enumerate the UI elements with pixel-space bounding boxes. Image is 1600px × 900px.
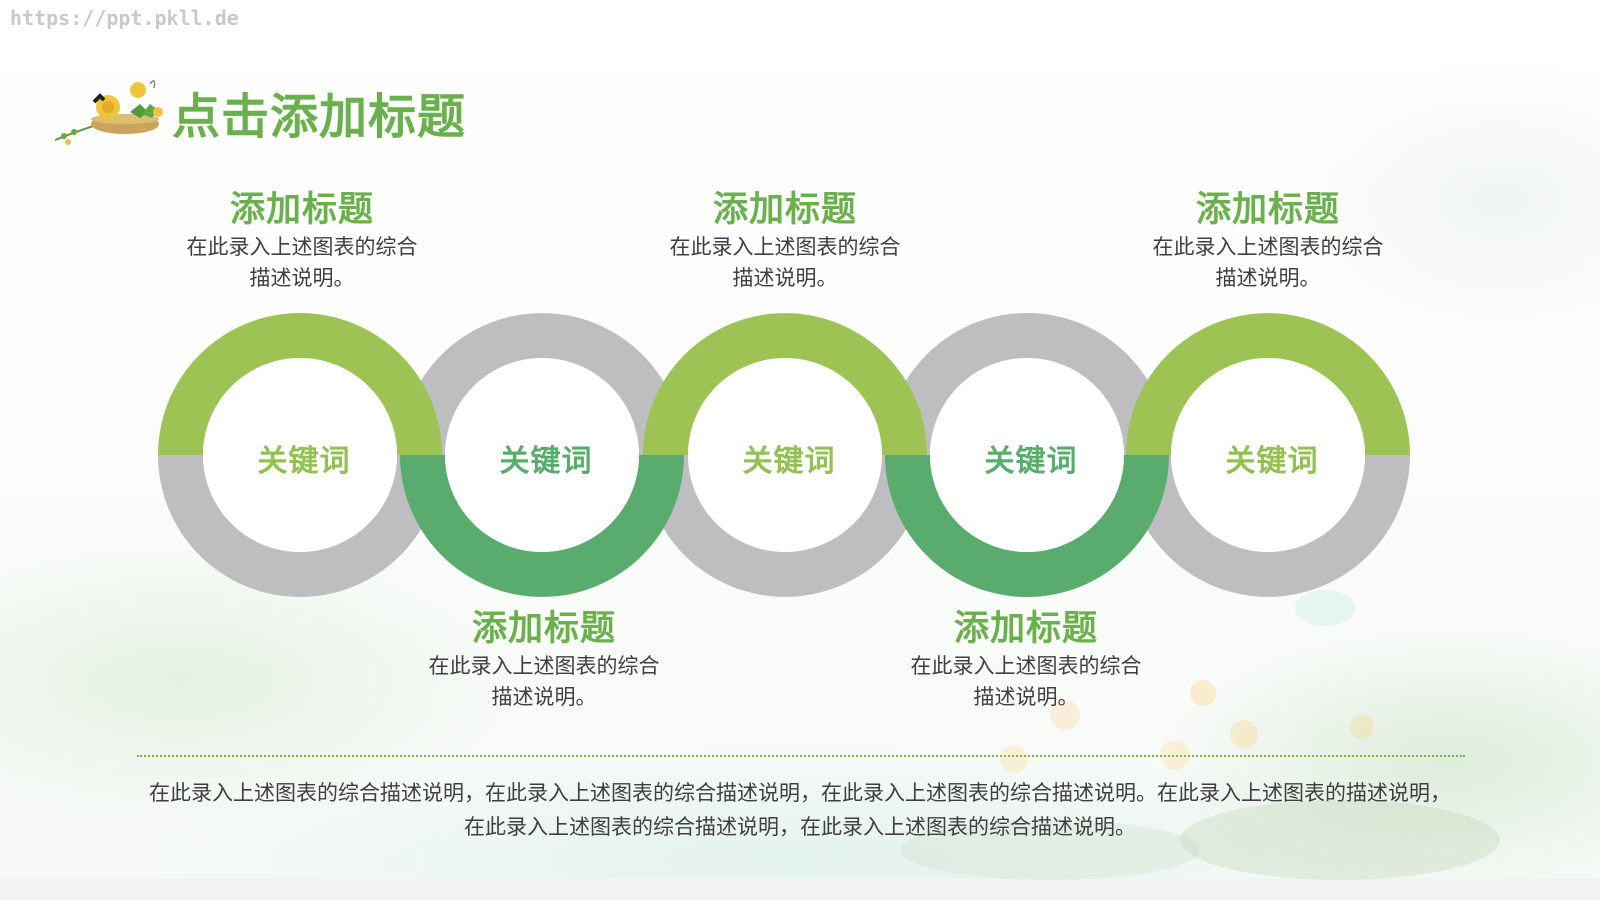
summary-text[interactable]: 在此录入上述图表的综合描述说明，在此录入上述图表的综合描述说明，在此录入上述图表… (149, 781, 1451, 839)
ring-keyword-5[interactable]: 关键词 (1225, 444, 1319, 479)
decorative-blob (900, 820, 1200, 880)
info-block-2: 添加标题 在此录入上述图表的综合描述说明。 (404, 607, 684, 713)
block-description[interactable]: 在此录入上述图表的综合描述说明。 (669, 235, 901, 290)
flower-basket-icon (54, 80, 163, 145)
ring-keyword-1[interactable]: 关键词 (257, 444, 351, 479)
background-bottom-strip (0, 878, 1600, 900)
decorative-blob (1180, 800, 1500, 880)
colored-halves (158, 313, 1410, 597)
ring-keyword-4[interactable]: 关键词 (984, 444, 1078, 479)
block-title[interactable]: 添加标题 (229, 190, 374, 230)
dotted-divider (137, 755, 1465, 757)
decorative-blob (1295, 590, 1355, 626)
page-title[interactable]: 点击添加标题 (172, 89, 467, 145)
block-description[interactable]: 在此录入上述图表的综合描述说明。 (1152, 235, 1384, 290)
ring-keyword-3[interactable]: 关键词 (742, 444, 836, 479)
title-area: 点击添加标题 (50, 72, 466, 152)
watermark-url: https://ppt.pkll.de (10, 6, 239, 30)
decorative-blob (1350, 715, 1374, 739)
block-title[interactable]: 添加标题 (953, 609, 1098, 649)
block-description[interactable]: 在此录入上述图表的综合描述说明。 (910, 654, 1142, 709)
block-title[interactable]: 添加标题 (712, 190, 857, 230)
block-title[interactable]: 添加标题 (1195, 190, 1340, 230)
decorative-blob (1190, 680, 1216, 706)
block-description[interactable]: 在此录入上述图表的综合描述说明。 (428, 654, 660, 709)
gray-halves (158, 313, 1410, 597)
ring-keyword-2[interactable]: 关键词 (499, 444, 593, 479)
decorative-blob (1000, 745, 1028, 773)
decorative-blob (1050, 700, 1080, 730)
block-title[interactable]: 添加标题 (471, 609, 616, 649)
info-block-3: 添加标题 在此录入上述图表的综合描述说明。 (645, 188, 925, 294)
ring-centers (203, 358, 1365, 552)
decorative-blob (1230, 720, 1258, 748)
info-block-4: 添加标题 在此录入上述图表的综合描述说明。 (886, 607, 1166, 713)
info-block-5: 添加标题 在此录入上述图表的综合描述说明。 (1128, 188, 1408, 294)
block-description[interactable]: 在此录入上述图表的综合描述说明。 (186, 235, 418, 290)
info-block-1: 添加标题 在此录入上述图表的综合描述说明。 (162, 188, 442, 294)
